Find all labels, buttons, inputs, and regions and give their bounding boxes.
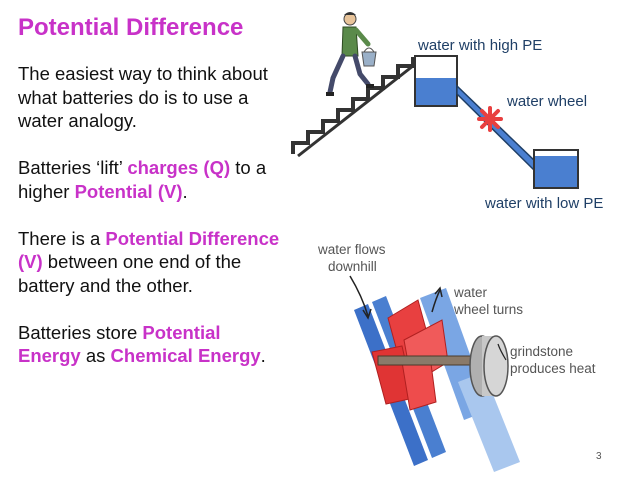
label-water: water [453,285,488,300]
top-figure: water with high PE water wheel water wit… [291,12,603,212]
grindstone-icon [469,335,509,397]
lift-text-3: . [182,180,188,202]
label-grindstone: grindstone [510,344,573,359]
page-number: 3 [596,451,602,462]
label-water-wheel: water wheel [506,93,587,110]
paragraph-store: Batteries store Potential Energy as Chem… [18,321,280,368]
lift-text-1: Batteries ‘lift’ [18,157,128,178]
person-carrying-bucket [326,12,377,96]
potential-energy-highlight: Potential Energy [18,321,221,367]
label-wheel-turns: wheel turns [453,302,523,317]
outflow-channel [458,372,520,472]
charges-highlight: charges (Q) [127,157,231,178]
slide-body-text: The easiest way to think about what batt… [18,62,280,391]
low-tank-water [535,156,577,187]
store-text-1: Batteries store [18,321,143,343]
downhill-arrow [349,275,369,317]
potential-highlight: Potential (V) [74,180,183,202]
label-downhill: downhill [328,259,377,274]
label-water-flows: water flows [317,242,386,257]
rotation-arrow [431,289,441,313]
slide-title: Potential Difference [18,14,244,41]
paragraph-lift: Batteries ‘lift’ charges (Q) to a higher… [18,156,280,203]
staircase [291,57,415,154]
paragraph-difference: There is a Potential Difference (V) betw… [18,227,280,298]
difference-text-2: between one end of the battery and the o… [18,251,242,296]
paragraph-analogy: The easiest way to think about what batt… [18,62,280,133]
lift-text-2: to a higher [18,157,267,202]
store-text-3: . [260,345,266,366]
staircase-underside [297,60,419,158]
label-low-pe: water with low PE [484,195,603,212]
label-produces-heat: produces heat [510,361,596,376]
analogy-text: The easiest way to think about what batt… [18,63,268,131]
potential-difference-highlight: Potential Difference (V) [18,227,280,273]
chemical-energy-highlight: Chemical Energy [110,345,261,366]
grindstone-pointer [497,343,507,361]
high-tank-water [416,78,456,105]
bottom-figure: water flows downhill water wheel turns g… [317,242,596,472]
store-text-2: as [80,345,111,366]
label-high-pe: water with high PE [417,37,542,54]
water-wheel-icon [477,106,503,132]
difference-text-1: There is a [18,227,106,249]
wheel-axle [377,355,475,366]
